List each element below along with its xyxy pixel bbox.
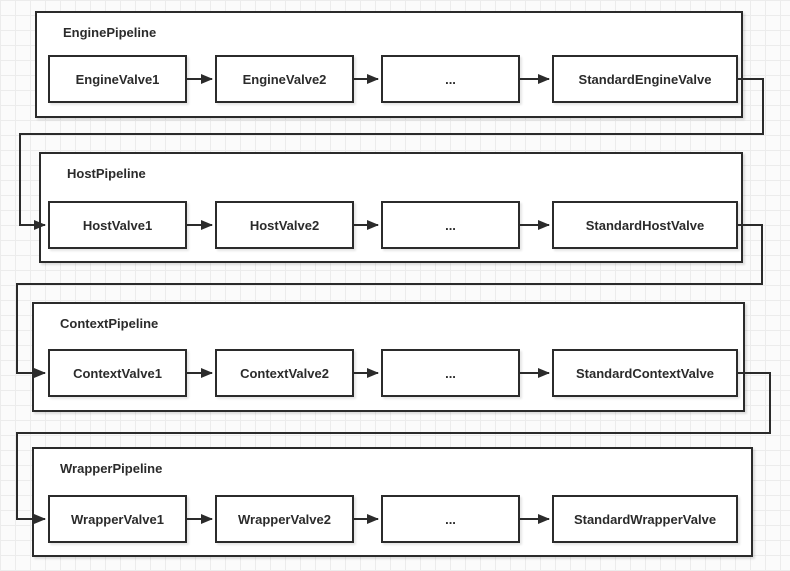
wrapper-pipeline-label: WrapperPipeline (60, 461, 163, 476)
valve-engine-valve1: EngineValve1 (48, 55, 187, 103)
host-pipeline-label: HostPipeline (67, 166, 146, 181)
valve-engine-valve2: EngineValve2 (215, 55, 354, 103)
valve-host-valve1: HostValve1 (48, 201, 187, 249)
valve-standard-wrapper-valve: StandardWrapperValve (552, 495, 738, 543)
valve-context-ellipsis: ... (381, 349, 520, 397)
valve-host-ellipsis: ... (381, 201, 520, 249)
valve-wrapper-valve1: WrapperValve1 (48, 495, 187, 543)
context-pipeline-label: ContextPipeline (60, 316, 159, 331)
valve-context-valve2: ContextValve2 (215, 349, 354, 397)
valve-engine-ellipsis: ... (381, 55, 520, 103)
valve-standard-context-valve: StandardContextValve (552, 349, 738, 397)
valve-standard-engine-valve: StandardEngineValve (552, 55, 738, 103)
valve-host-valve2: HostValve2 (215, 201, 354, 249)
engine-pipeline-label: EnginePipeline (63, 25, 157, 40)
valve-context-valve1: ContextValve1 (48, 349, 187, 397)
valve-wrapper-ellipsis: ... (381, 495, 520, 543)
valve-standard-host-valve: StandardHostValve (552, 201, 738, 249)
valve-wrapper-valve2: WrapperValve2 (215, 495, 354, 543)
